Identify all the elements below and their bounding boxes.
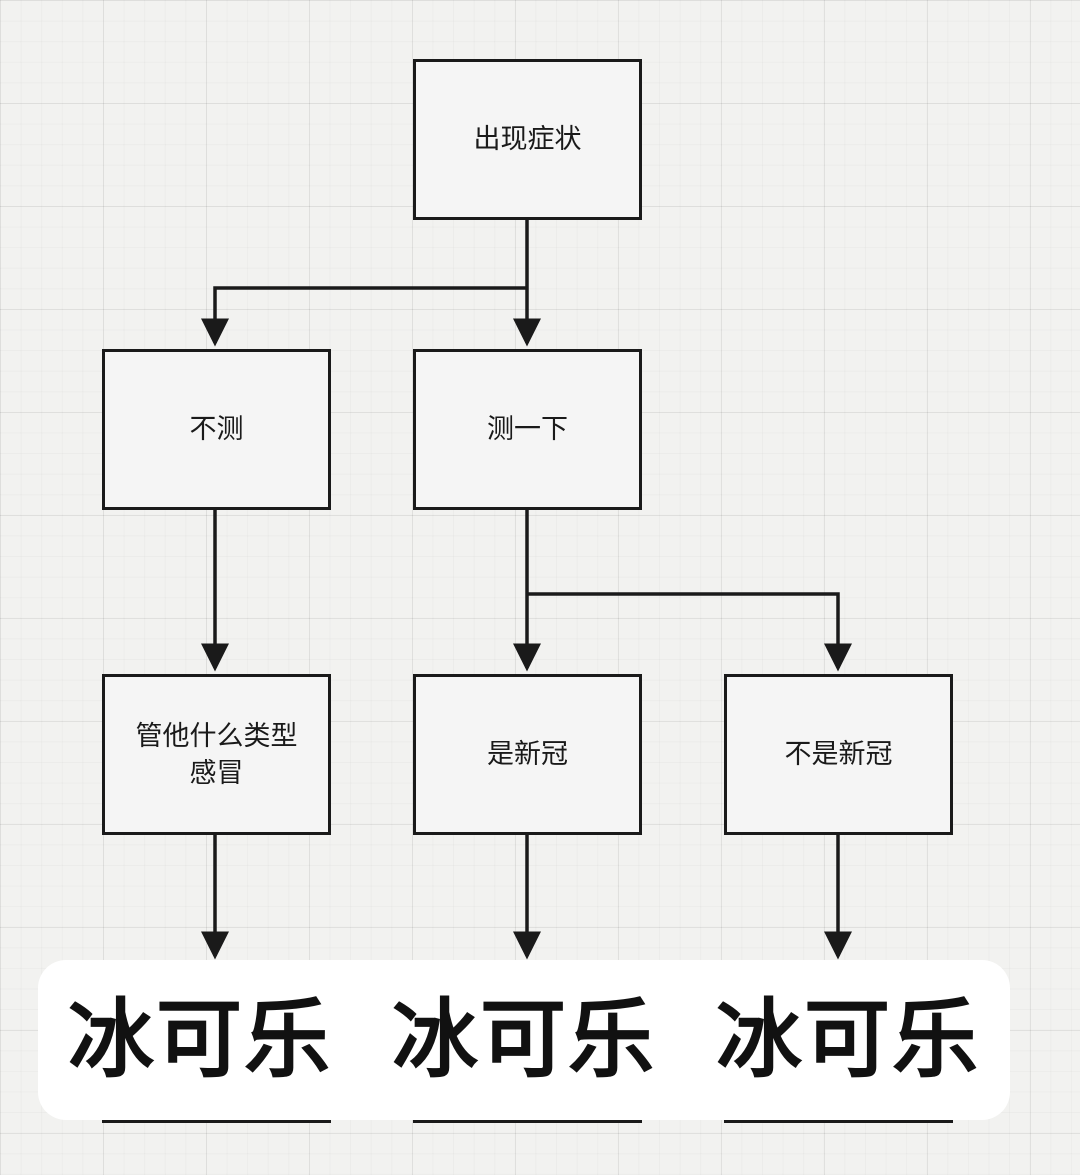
node-any-cold-label-line2: 感冒: [189, 757, 244, 789]
node-is-covid: 是新冠: [413, 674, 642, 835]
node-test-label: 测一下: [487, 414, 568, 445]
node-not-covid-label: 不是新冠: [784, 739, 893, 770]
node-not-covid: 不是新冠: [724, 674, 953, 835]
node-any-cold-label-line1: 管他什么类型: [135, 720, 298, 752]
node-symptoms-label: 出现症状: [473, 124, 582, 155]
node-no-test-label: 不测: [189, 414, 244, 445]
outcome-label-2: 冰可乐: [392, 990, 656, 1090]
node-no-test: 不测: [102, 349, 331, 510]
outcome-label-3: 冰可乐: [716, 990, 980, 1090]
node-is-covid-label: 是新冠: [487, 739, 568, 770]
node-symptoms: 出现症状: [413, 59, 642, 220]
connector-to-no-test: [201, 286, 527, 347]
node-test: 测一下: [413, 349, 642, 510]
connector-to-not-covid: [527, 592, 852, 672]
outcome-overlay: 冰可乐 冰可乐 冰可乐: [38, 960, 1010, 1120]
node-any-cold: 管他什么类型 感冒: [102, 674, 331, 835]
outcome-label-1: 冰可乐: [68, 990, 332, 1090]
